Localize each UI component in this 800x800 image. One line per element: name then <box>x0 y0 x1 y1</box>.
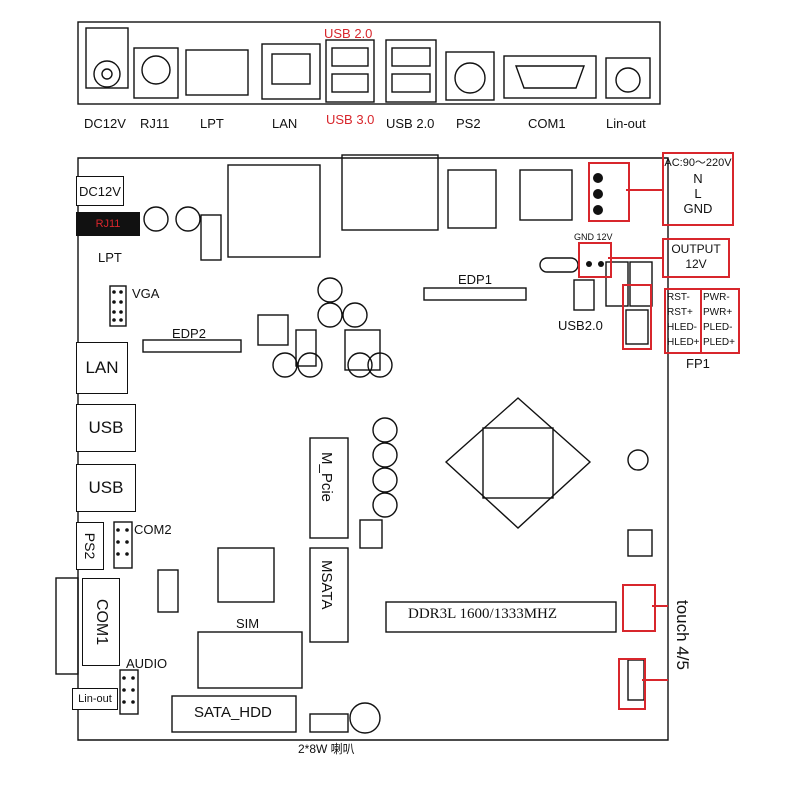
rj11-port: RJ11 <box>76 212 140 236</box>
fp1-hled-minus: HLED- <box>667 322 698 333</box>
audio-label: AUDIO <box>126 656 168 671</box>
ac-gnd: GND <box>683 201 713 216</box>
com2-label: COM2 <box>134 522 172 537</box>
rear-dc12v-label: DC12V <box>84 116 126 131</box>
output-callout: OUTPUT 12V <box>662 238 730 278</box>
ac-n: N <box>693 171 703 186</box>
rear-linout-label: Lin-out <box>606 116 646 131</box>
lpt-label: LPT <box>98 250 122 265</box>
msata-label: MSATA <box>318 560 335 610</box>
lin-out-jack: Lin-out <box>72 688 118 710</box>
rear-lan-label: LAN <box>272 116 298 131</box>
touch-header-highlight <box>618 658 646 710</box>
output-voltage: 12V <box>685 257 707 271</box>
rear-ps2-label: PS2 <box>456 116 481 131</box>
ac-l: L <box>694 186 702 201</box>
output-title: OUTPUT <box>671 242 721 256</box>
rear-usb30-label: USB 3.0 <box>326 112 375 127</box>
speaker-label: 2*8W 喇叭 <box>298 742 355 756</box>
sim-label: SIM <box>236 616 260 631</box>
fp1-right-callout: PWR- PWR+ PLED- PLED+ <box>700 288 740 354</box>
fp1-hled-plus: HLED+ <box>667 337 700 348</box>
edp1-label: EDP1 <box>458 272 492 287</box>
lan-port: LAN <box>76 342 128 394</box>
vga-label: VGA <box>132 286 160 301</box>
usb-port-a: USB <box>76 404 136 452</box>
ddr-label: DDR3L 1600/1333MHZ <box>408 606 558 622</box>
ps2-port: PS2 <box>76 522 104 570</box>
usb-port-b: USB <box>76 464 136 512</box>
fp1-header-highlight <box>622 284 652 350</box>
dc12v-jack: DC12V <box>76 176 124 206</box>
edp2-label: EDP2 <box>172 326 206 341</box>
ac-voltage: AC:90～220V <box>664 157 732 169</box>
usb20-top-label: USB 2.0 <box>324 26 373 41</box>
fp1-pled-minus: PLED- <box>703 322 733 333</box>
touch-label: touch 4/5 <box>673 600 692 670</box>
rear-lpt-label: LPT <box>200 116 224 131</box>
rear-rj11-label: RJ11 <box>140 116 170 131</box>
fp1-label: FP1 <box>686 356 710 371</box>
mpcie-label: M_Pcie <box>318 452 335 503</box>
fp1-left-callout: RST- RST+ HLED- HLED+ <box>664 288 702 354</box>
fp1-rst-plus: RST+ <box>667 307 693 318</box>
fp1-pwr-minus: PWR- <box>703 292 730 303</box>
gnd12v-label: GND 12V <box>574 232 613 242</box>
touch-connector-highlight <box>622 584 656 632</box>
sata-label: SATA_HDD <box>194 704 272 721</box>
rear-com1-label: COM1 <box>528 116 566 131</box>
ac-terminal-highlight <box>588 162 630 222</box>
com1-port: COM1 <box>82 578 120 666</box>
output-terminal-highlight <box>578 242 612 278</box>
rear-usb20-label: USB 2.0 <box>386 116 435 131</box>
fp1-pwr-plus: PWR+ <box>703 307 733 318</box>
usb20-header-label: USB2.0 <box>558 318 603 333</box>
fp1-rst-minus: RST- <box>667 292 690 303</box>
ac-callout: AC:90～220V N L GND <box>662 152 734 226</box>
fp1-pled-plus: PLED+ <box>703 337 735 348</box>
